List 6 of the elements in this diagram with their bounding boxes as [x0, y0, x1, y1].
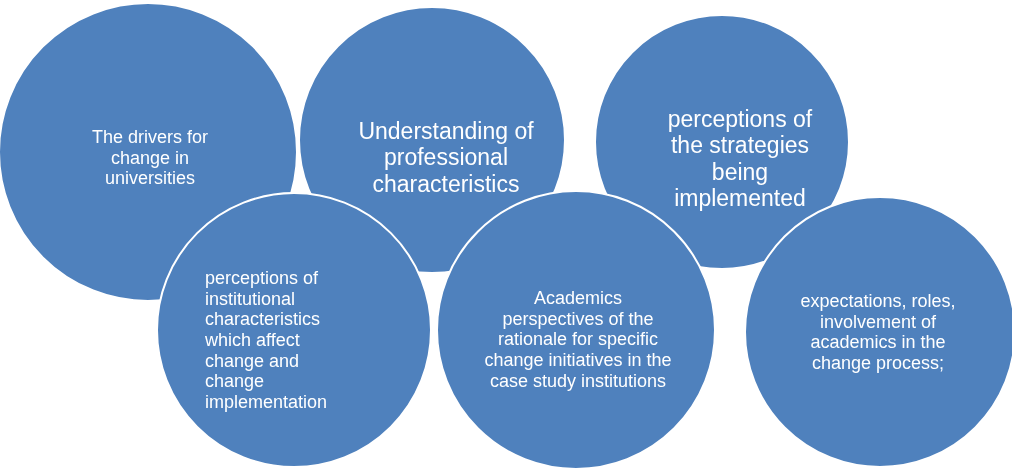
circle-text: expectations, roles, involvement of academics in the change process;: [799, 290, 957, 374]
circle-text: The drivers for change in universities: [90, 126, 209, 190]
circle-text: perceptions of the strategies being implemented: [666, 106, 814, 212]
circle-text: perceptions of institutional characteristics which affect change and change implementation: [205, 267, 329, 413]
circle-text: Understanding of professional characteristics: [357, 118, 535, 198]
circle-text: Academics perspectives of the rationale for specific change initiatives in the case study institutions: [483, 288, 673, 392]
